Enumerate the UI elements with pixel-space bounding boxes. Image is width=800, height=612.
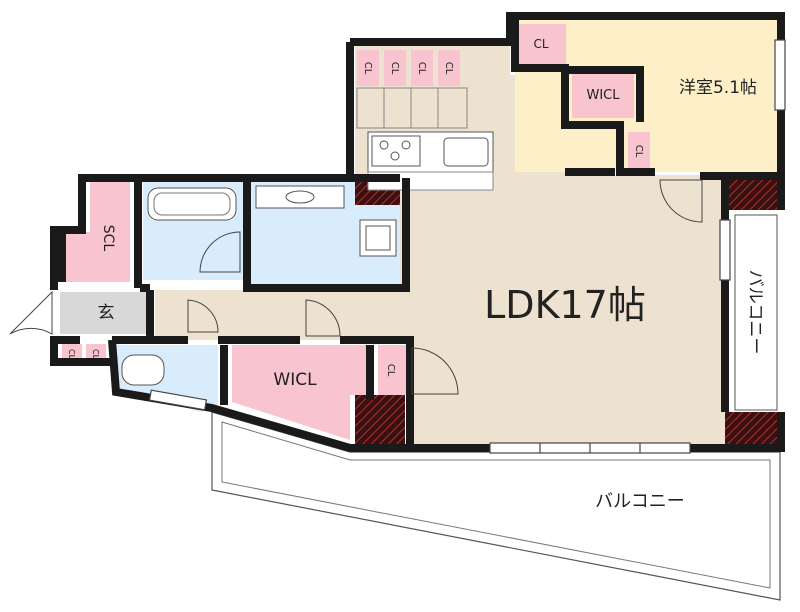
door-swing bbox=[659, 179, 703, 223]
pillar bbox=[355, 395, 405, 445]
kitchen-cl-floor-2 bbox=[384, 50, 406, 86]
balcony-side-label: バルコニー bbox=[745, 270, 765, 355]
western-room-label: 洋室5.1帖 bbox=[679, 78, 757, 98]
floors bbox=[60, 20, 777, 445]
window bbox=[774, 39, 786, 111]
entrance-label: 玄 bbox=[98, 303, 115, 323]
entrance-cl-label-2: CL bbox=[91, 349, 100, 360]
kitchen-cl-label-1: CL bbox=[362, 62, 373, 75]
window bbox=[148, 389, 208, 411]
kitchen-cl-floor-3 bbox=[411, 50, 433, 86]
toilet-bowl bbox=[121, 354, 165, 386]
cl-near-ldk-floor bbox=[378, 345, 406, 395]
pillar bbox=[725, 412, 777, 448]
entrance-cl-label-1: CL bbox=[67, 349, 76, 360]
scl-label: SCL bbox=[100, 225, 116, 252]
sink bbox=[443, 137, 489, 167]
balcony-bottom-label: バルコニー bbox=[595, 491, 685, 512]
door-swing bbox=[411, 347, 459, 395]
stove bbox=[371, 135, 421, 167]
cl-top-label: CL bbox=[533, 37, 548, 51]
kitchen-cl-label-3: CL bbox=[416, 62, 427, 75]
door-swing bbox=[187, 299, 219, 333]
wicl-western-floor bbox=[572, 70, 634, 118]
cl-western-small-floor bbox=[628, 132, 650, 168]
doors bbox=[9, 179, 703, 395]
scl-floor bbox=[62, 182, 130, 282]
cl-near-ldk-label: CL bbox=[385, 364, 396, 377]
washing-machine bbox=[359, 219, 397, 257]
kitchen-cl-label-2: CL bbox=[389, 62, 400, 75]
walls bbox=[50, 12, 785, 452]
labels: LDK17帖 洋室5.1帖 SCL 玄 WICL WICL CL CL CL C… bbox=[67, 37, 765, 512]
kitchen-cl-label-4: CL bbox=[443, 62, 454, 75]
cl-western-small-label: CL bbox=[633, 145, 644, 158]
kitchen-cl-floor-4 bbox=[438, 50, 460, 86]
wicl-western-label: WICL bbox=[586, 88, 620, 103]
kitchen-cl-floor-1 bbox=[357, 50, 379, 86]
wicl-main-label: WICL bbox=[273, 370, 317, 390]
window bbox=[719, 219, 731, 281]
wash-basin bbox=[255, 185, 345, 209]
balcony-side-area bbox=[734, 214, 778, 411]
door-swing bbox=[9, 290, 53, 335]
upper-cabinets bbox=[356, 87, 468, 129]
door-swing bbox=[305, 299, 341, 337]
bath-fixtures bbox=[121, 185, 397, 386]
cl-top-floor bbox=[518, 24, 566, 64]
ldk-label: LDK17帖 bbox=[484, 283, 646, 327]
entrance-floor bbox=[60, 292, 152, 334]
door-swing bbox=[199, 231, 241, 273]
bathtub bbox=[147, 187, 237, 221]
wicl-main-floor bbox=[232, 345, 368, 440]
windows bbox=[148, 39, 786, 454]
